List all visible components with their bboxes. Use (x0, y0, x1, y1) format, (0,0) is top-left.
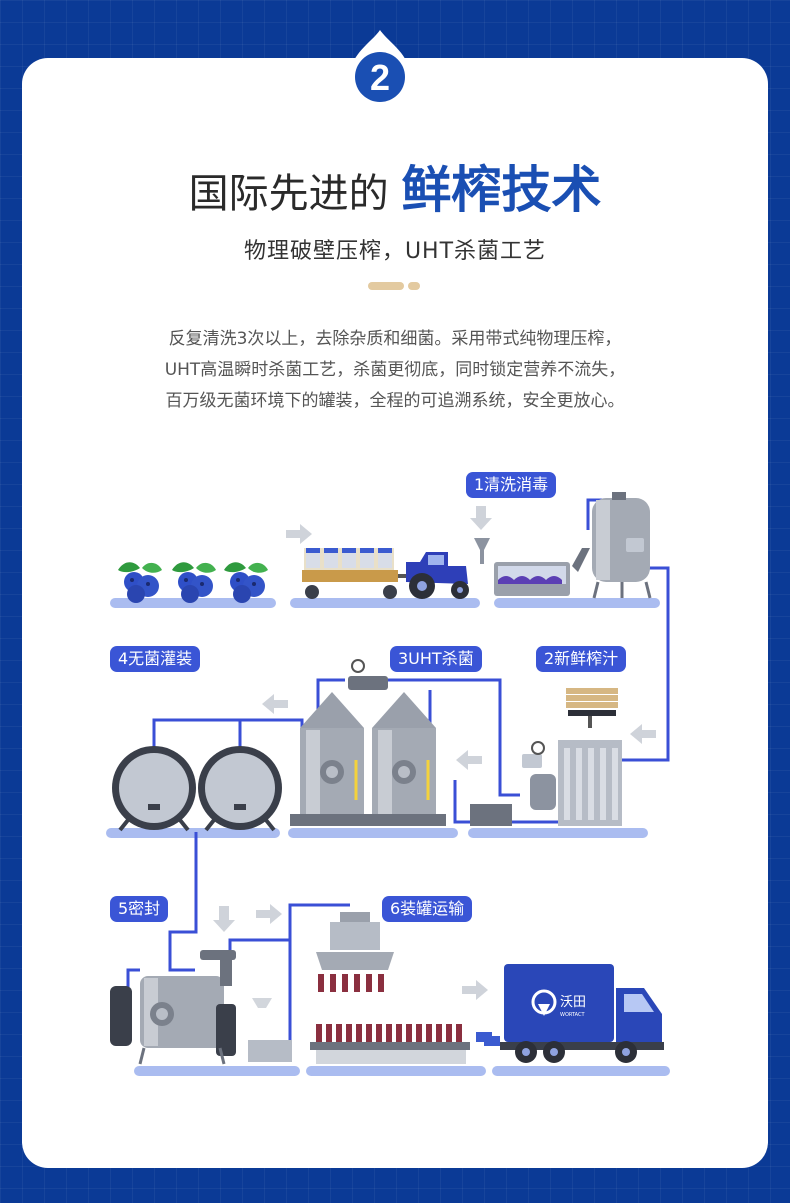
delivery-truck-icon: 沃田 WORTACT (500, 964, 664, 1063)
title-highlight: 鲜榨技术 (401, 161, 602, 219)
step-badge-icon: 2 (350, 30, 410, 106)
blueberry-icon (118, 562, 268, 603)
divider-dots (368, 282, 420, 290)
step-label-seal: 5密封 (110, 896, 169, 922)
uht-silo-icon (290, 659, 446, 826)
page-subtitle: 物理破壁压榨，UHT杀菌工艺 (243, 239, 547, 264)
platforms (106, 598, 670, 1076)
description-line: UHT高温瞬时杀菌工艺，杀菌更彻底，同时锁定营养不流失， (164, 360, 626, 380)
step-label-aseptic-fill: 4无菌灌装 (110, 646, 201, 672)
step-label-uht: 3UHT杀菌 (390, 646, 482, 672)
filling-line-icon (310, 912, 500, 1064)
step-badge-number: 2 (370, 57, 390, 98)
sterile-tank-icon (112, 746, 282, 832)
washer-tank-icon (474, 492, 652, 599)
flow-arrow-icon (213, 506, 656, 1000)
tractor-icon (302, 548, 469, 599)
step-label-can-transport: 6装罐运输 (382, 896, 473, 922)
sealer-machine-icon (110, 950, 292, 1065)
truck-brand: 沃田 (560, 995, 586, 1010)
press-machine-icon (470, 688, 622, 826)
description-line: 反复清洗3次以上，去除杂质和细菌。采用带式纯物理压榨， (168, 329, 622, 349)
page-title: 国际先进的 鲜榨技术 (0, 150, 790, 222)
title-plain: 国际先进的 (188, 171, 389, 217)
truck-brand-sub: WORTACT (560, 1012, 585, 1018)
step-label-press: 2新鲜榨汁 (536, 646, 627, 672)
description-line: 百万级无菌环境下的罐装，全程的可追溯系统，安全更放心。 (165, 391, 625, 411)
description: 反复清洗3次以上，去除杂质和细菌。采用带式纯物理压榨， UHT高温瞬时杀菌工艺，… (0, 324, 790, 417)
step-label-wash: 1清洗消毒 (466, 472, 557, 498)
